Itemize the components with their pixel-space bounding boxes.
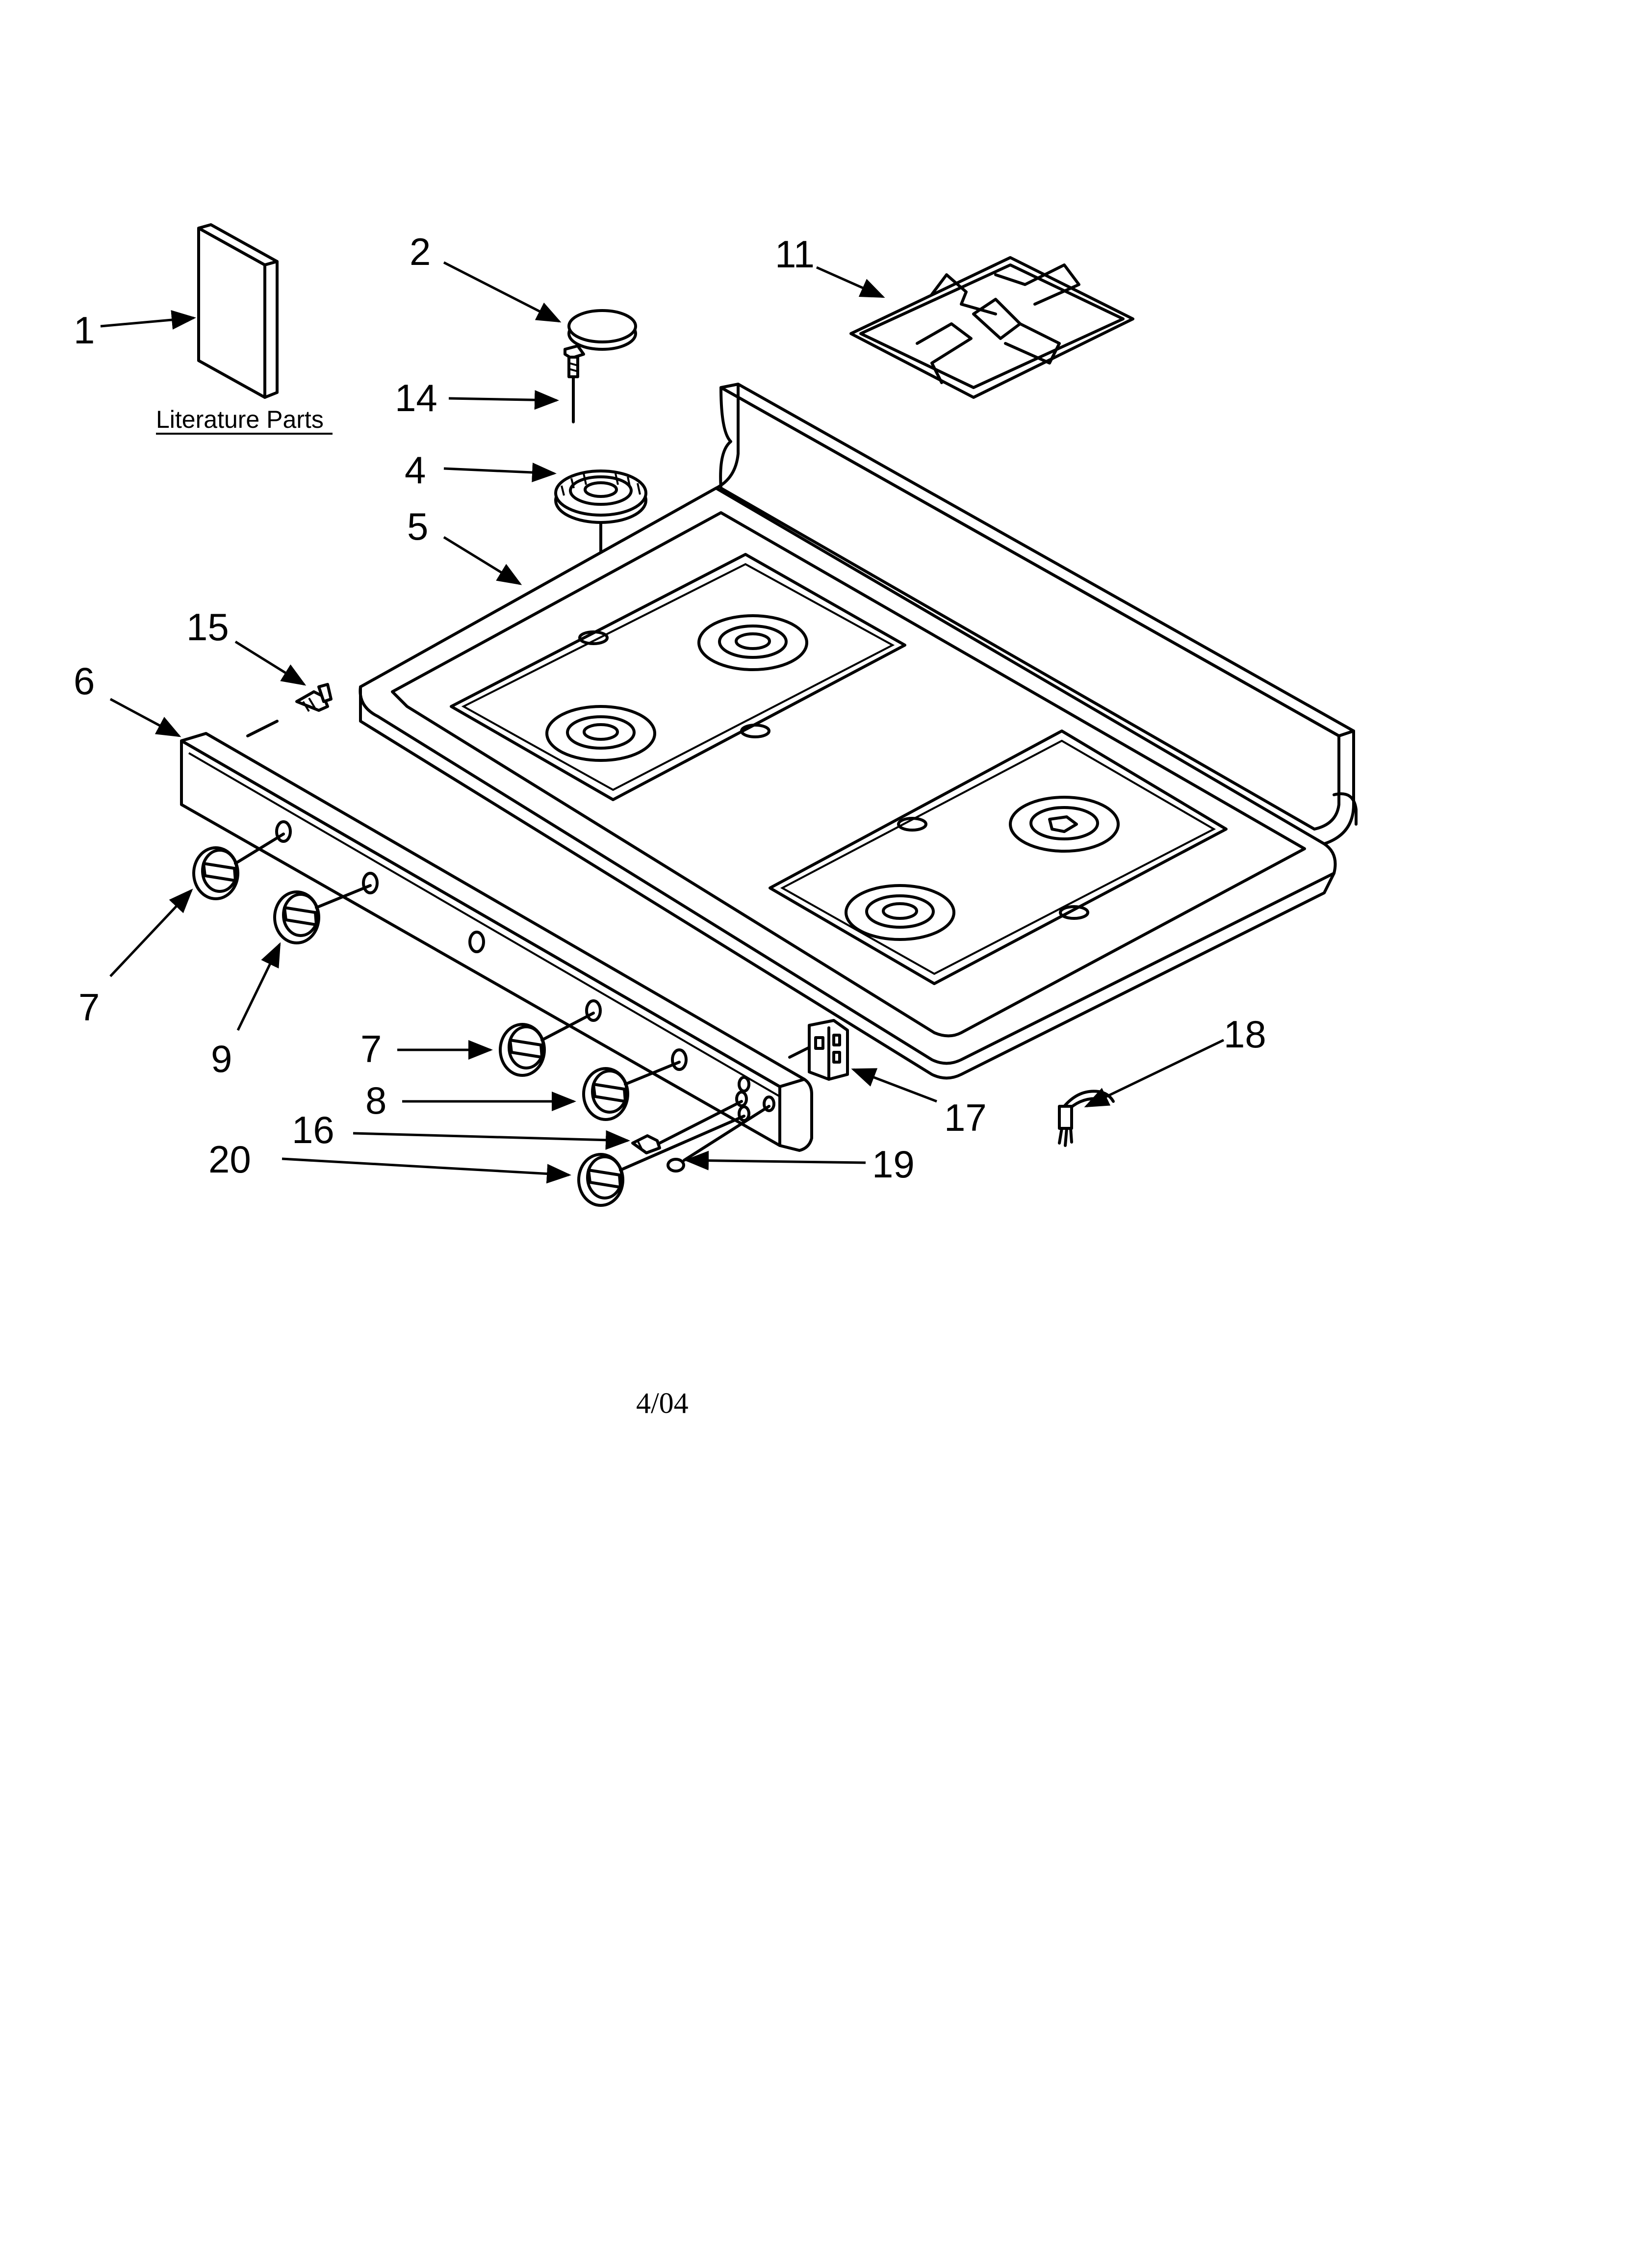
callout-6: 6 bbox=[74, 659, 95, 703]
burner-cap bbox=[567, 309, 637, 351]
callout-5: 5 bbox=[407, 505, 428, 548]
callout-19: 19 bbox=[872, 1143, 915, 1186]
leader-7-left bbox=[109, 888, 193, 977]
burner-grate bbox=[849, 256, 1134, 399]
callout-20: 20 bbox=[208, 1138, 251, 1181]
leader-6 bbox=[109, 698, 181, 737]
literature-parts-booklet bbox=[197, 223, 279, 399]
callout-17: 17 bbox=[944, 1096, 987, 1139]
leader-5 bbox=[443, 536, 522, 585]
manifold-panel bbox=[180, 732, 813, 1152]
cooktop bbox=[359, 383, 1358, 1080]
burner-head bbox=[554, 469, 647, 642]
callout-11: 11 bbox=[775, 233, 815, 276]
knob-7-left bbox=[192, 833, 285, 900]
wire-harness bbox=[1058, 1090, 1115, 1147]
leader-15 bbox=[234, 640, 307, 686]
callout-16: 16 bbox=[292, 1108, 334, 1151]
callout-15: 15 bbox=[186, 605, 229, 649]
leader-16 bbox=[353, 1130, 630, 1150]
knob-8 bbox=[582, 1061, 681, 1121]
screw-14 bbox=[564, 344, 585, 423]
leader-18 bbox=[1084, 1039, 1225, 1108]
leader-2 bbox=[443, 261, 562, 323]
leader-14 bbox=[448, 390, 559, 410]
knob-20 bbox=[577, 1115, 745, 1207]
ignition-switch bbox=[788, 1019, 849, 1081]
screw-16 bbox=[631, 1100, 743, 1154]
knob-9 bbox=[273, 884, 372, 944]
leader-19 bbox=[684, 1150, 866, 1171]
leader-20 bbox=[282, 1157, 571, 1184]
callout-2: 2 bbox=[410, 230, 431, 273]
knob-7-right bbox=[499, 1012, 595, 1077]
callout-14: 14 bbox=[395, 376, 437, 419]
leader-4 bbox=[443, 463, 557, 482]
revision-date: 4/04 bbox=[636, 1387, 689, 1419]
callout-18: 18 bbox=[1224, 1013, 1266, 1056]
callout-1: 1 bbox=[74, 309, 95, 352]
leader-1 bbox=[100, 310, 196, 330]
literature-parts-caption: Literature Parts bbox=[156, 406, 324, 433]
callout-9: 9 bbox=[211, 1037, 232, 1080]
leader-11 bbox=[816, 266, 885, 298]
leader-17 bbox=[851, 1068, 937, 1103]
callout-8: 8 bbox=[365, 1079, 386, 1122]
callout-7-right: 7 bbox=[360, 1027, 382, 1070]
callout-4: 4 bbox=[405, 448, 426, 492]
callout-7-left: 7 bbox=[78, 986, 100, 1029]
leader-9 bbox=[236, 942, 281, 1031]
screw-15 bbox=[295, 683, 333, 712]
screw-15-axis bbox=[246, 720, 279, 737]
